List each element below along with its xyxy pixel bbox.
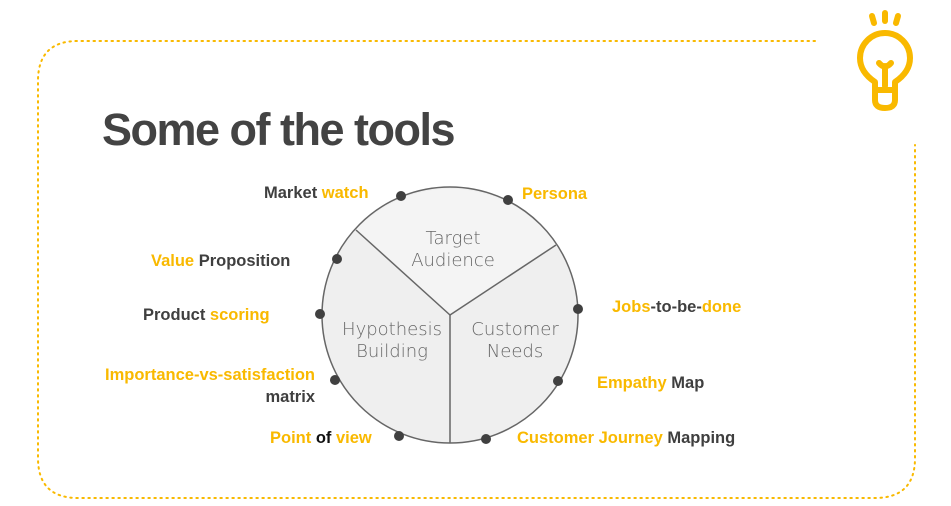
segment-label-hypothesis: Hypothesis [342, 319, 442, 340]
label-importance-vs-satisfaction: Importance-vs-satisfaction matrix [105, 364, 315, 408]
label-persona: Persona [522, 183, 587, 205]
label-part: matrix [265, 388, 315, 406]
label-part: Importance-vs-satisfaction [105, 366, 315, 384]
dot-jobs-to-be-done [573, 304, 583, 314]
label-part: -to-be- [650, 298, 702, 316]
dot-market-watch [396, 191, 406, 201]
label-part: Empathy [597, 374, 672, 392]
label-part: view [336, 429, 372, 447]
segment-label-building: Building [356, 341, 428, 362]
segment-label-needs: Needs [487, 341, 543, 362]
dot-empathy-map [553, 376, 563, 386]
label-part: Value [151, 252, 199, 270]
dot-value-proposition [332, 254, 342, 264]
label-part: of [315, 429, 336, 447]
label-part: Mapping [667, 429, 736, 447]
label-market-watch: Market watch [264, 182, 369, 204]
label-part: Point [270, 429, 316, 447]
dot-importance-matrix [330, 375, 340, 385]
label-part: Market [264, 184, 322, 202]
label-part: Map [671, 374, 705, 392]
page-title: Some of the tools [102, 104, 456, 155]
dot-customer-journey [481, 434, 491, 444]
dot-point-of-view [394, 431, 404, 441]
label-customer-journey-mapping: Customer Journey Mapping [517, 427, 735, 449]
label-part: done [701, 298, 742, 316]
lightbulb-icon [857, 10, 913, 111]
label-point-of-view: Point of view [270, 427, 372, 449]
dot-persona [503, 195, 513, 205]
label-part: Product [143, 306, 210, 324]
label-jobs-to-be-done: Jobs-to-be-done [612, 296, 741, 318]
label-part: watch [321, 184, 369, 202]
segment-label-target: Target [425, 228, 480, 249]
label-part: Customer Journey [517, 429, 668, 447]
label-empathy-map: Empathy Map [597, 372, 704, 394]
segment-label-customer: Customer [471, 319, 559, 340]
label-part: Proposition [198, 252, 291, 270]
dot-product-scoring [315, 309, 325, 319]
label-part: scoring [209, 306, 270, 324]
segment-label-audience: Audience [411, 250, 495, 271]
label-part: Jobs [612, 298, 651, 316]
label-part: Persona [522, 185, 588, 203]
segment-target-audience [356, 188, 556, 315]
label-product-scoring: Product scoring [143, 304, 270, 326]
label-value-proposition: Value Proposition [151, 250, 290, 272]
